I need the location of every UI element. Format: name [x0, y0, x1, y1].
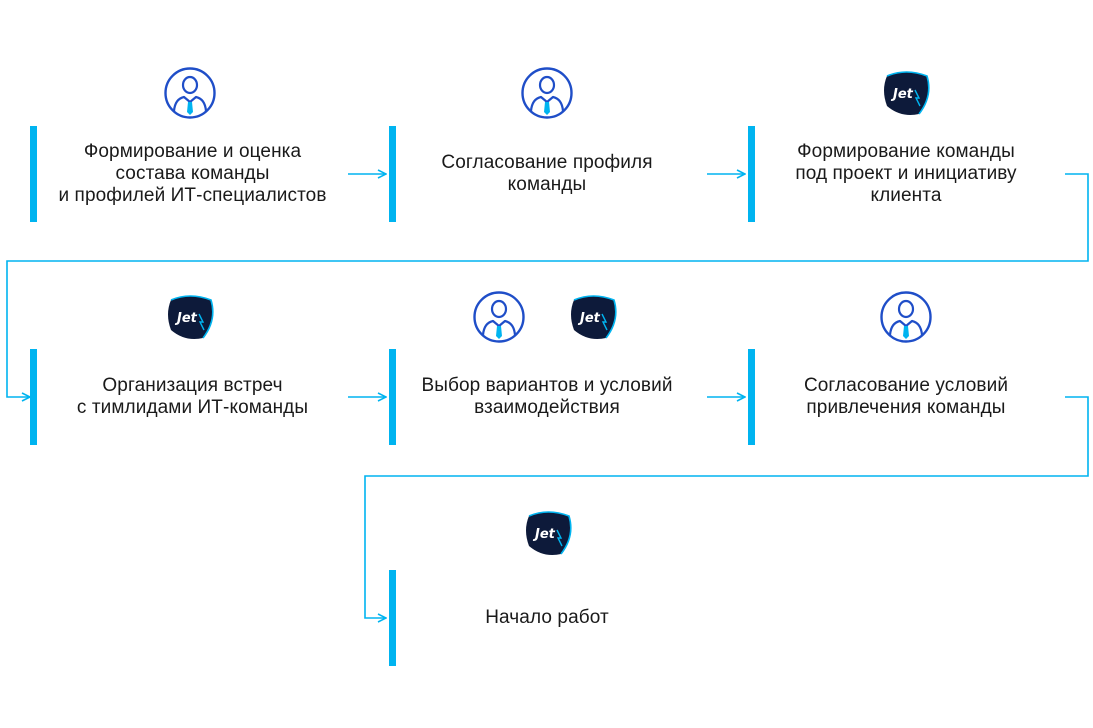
step-1-label: Формирование и оценка состава команды и …	[58, 141, 327, 206]
person-icon	[163, 66, 217, 120]
step-7: Начало работ	[396, 570, 698, 666]
step-6-bar	[748, 349, 755, 445]
step-4: Организация встреч с тимлидами ИТ-команд…	[37, 349, 348, 445]
step-4-label: Организация встреч с тимлидами ИТ-команд…	[76, 375, 309, 418]
step-5-bar	[389, 349, 396, 445]
step-5: Выбор вариантов и условий взаимодействия	[396, 349, 698, 445]
step-2: Согласование профиля команды	[396, 126, 698, 222]
step-5-label: Выбор вариантов и условий взаимодействия	[421, 375, 673, 418]
jet-logo-text: Jet	[532, 527, 556, 542]
step-4-bar	[30, 349, 37, 445]
step-3: Формирование команды под проект и инициа…	[755, 126, 1057, 222]
arrow-step6-to-step7	[364, 396, 1089, 618]
jet-logo-icon: Jet	[879, 66, 933, 120]
step-1-bar	[30, 126, 37, 222]
step-6: Согласование условий привлечения команды	[755, 349, 1057, 445]
step-7-label: Начало работ	[485, 607, 609, 628]
step-7-bar	[389, 570, 396, 666]
person-icon	[472, 290, 526, 344]
jet-logo-icon: Jet	[566, 290, 620, 344]
step-2-bar	[389, 126, 396, 222]
step-1: Формирование и оценка состава команды и …	[37, 126, 348, 222]
jet-logo-icon: Jet	[521, 506, 575, 560]
jet-logo-icon: Jet	[163, 290, 217, 344]
step-3-label: Формирование команды под проект и инициа…	[795, 141, 1017, 206]
step-2-label: Согласование профиля команды	[441, 152, 653, 195]
person-icon	[520, 66, 574, 120]
jet-logo-text: Jet	[577, 311, 601, 326]
jet-logo-text: Jet	[174, 311, 198, 326]
person-icon	[879, 290, 933, 344]
step-6-label: Согласование условий привлечения команды	[803, 375, 1009, 418]
arrow-step3-to-step4	[6, 173, 1089, 397]
step-3-bar	[748, 126, 755, 222]
jet-logo-text: Jet	[890, 87, 914, 102]
